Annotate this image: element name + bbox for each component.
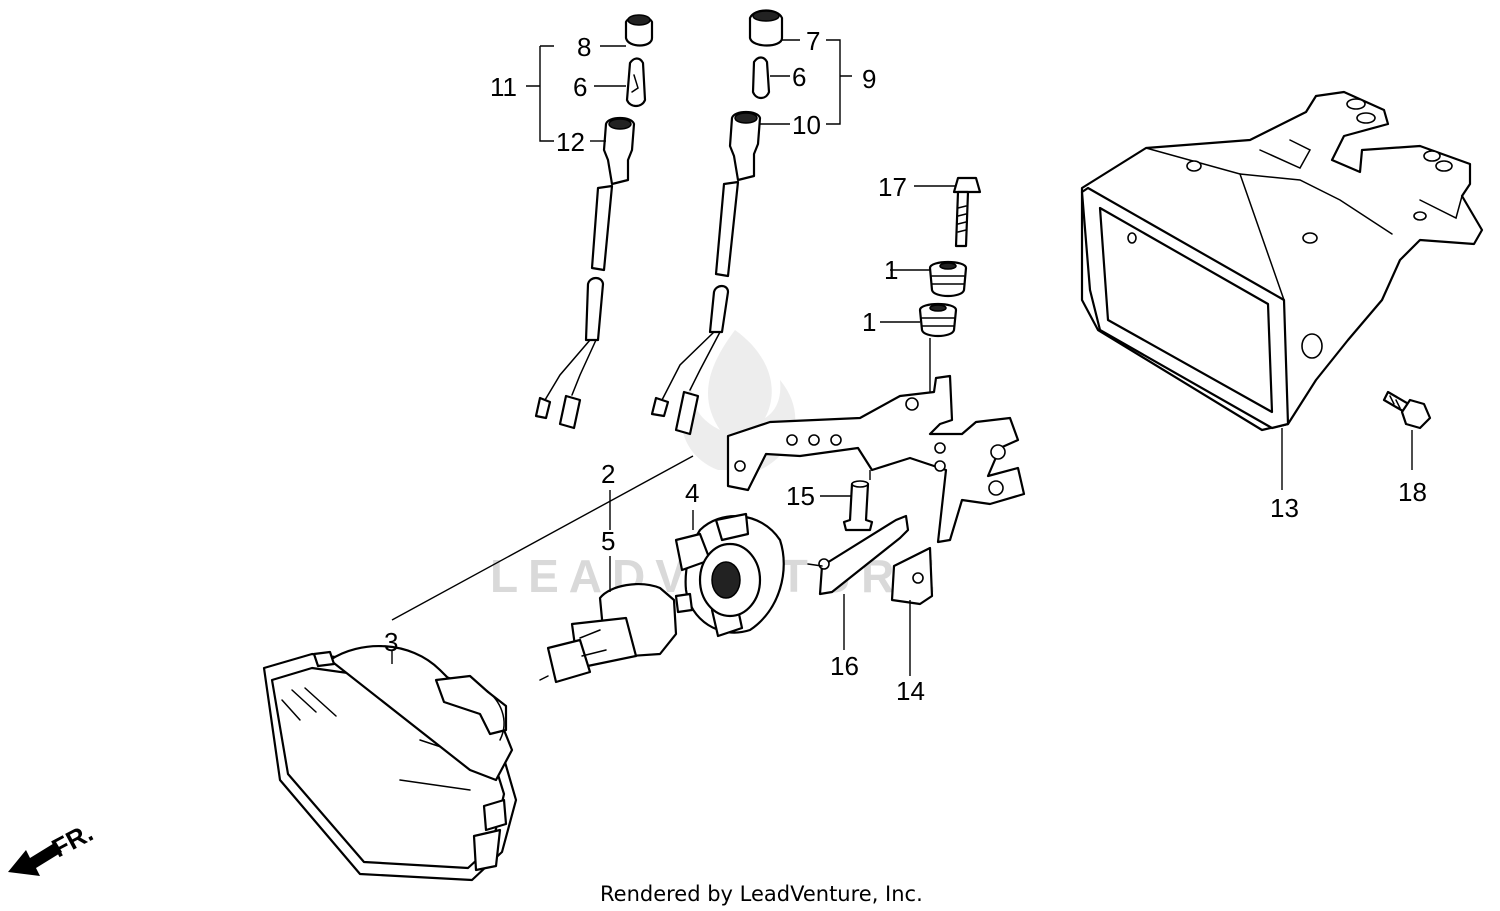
callout-5: 5 [601, 526, 615, 556]
callout-6-left: 6 [573, 72, 587, 102]
callout-1-upper: 1 [884, 255, 898, 285]
callout-11: 11 [490, 72, 517, 102]
callout-4: 4 [685, 478, 699, 508]
callout-1-lower: 1 [862, 307, 876, 337]
clip-14 [890, 546, 934, 606]
collar-15 [842, 480, 874, 532]
grommet-lower [918, 302, 958, 338]
callout-10: 10 [792, 110, 821, 140]
grommet-upper [928, 260, 968, 298]
harness-right [650, 9, 784, 436]
callout-13: 13 [1270, 493, 1299, 523]
callout-12: 12 [556, 127, 585, 157]
bolt-18 [1382, 390, 1432, 430]
callout-7: 7 [806, 26, 820, 56]
callout-8: 8 [577, 32, 591, 62]
callout-2: 2 [601, 459, 615, 489]
callout-16: 16 [830, 651, 859, 681]
bolt-17 [952, 176, 982, 248]
harness-left [534, 14, 654, 430]
callout-18: 18 [1398, 477, 1427, 507]
leader-lines [391, 39, 1413, 676]
callout-15: 15 [786, 481, 815, 511]
callout-17: 17 [878, 172, 907, 202]
callout-3: 3 [384, 627, 398, 657]
stay-16 [807, 514, 910, 596]
front-direction-arrow-icon [8, 842, 62, 876]
callout-14: 14 [896, 676, 925, 706]
headlight-bracket [726, 374, 1026, 544]
render-credit: Rendered by LeadVenture, Inc. [600, 882, 923, 906]
callout-9: 9 [862, 64, 876, 94]
bulb-5 [539, 583, 694, 684]
headlight-housing-13 [1080, 90, 1484, 432]
callout-6-right: 6 [792, 62, 806, 92]
socket-cover-4 [674, 512, 785, 638]
headlight-unit-3 [262, 645, 518, 882]
